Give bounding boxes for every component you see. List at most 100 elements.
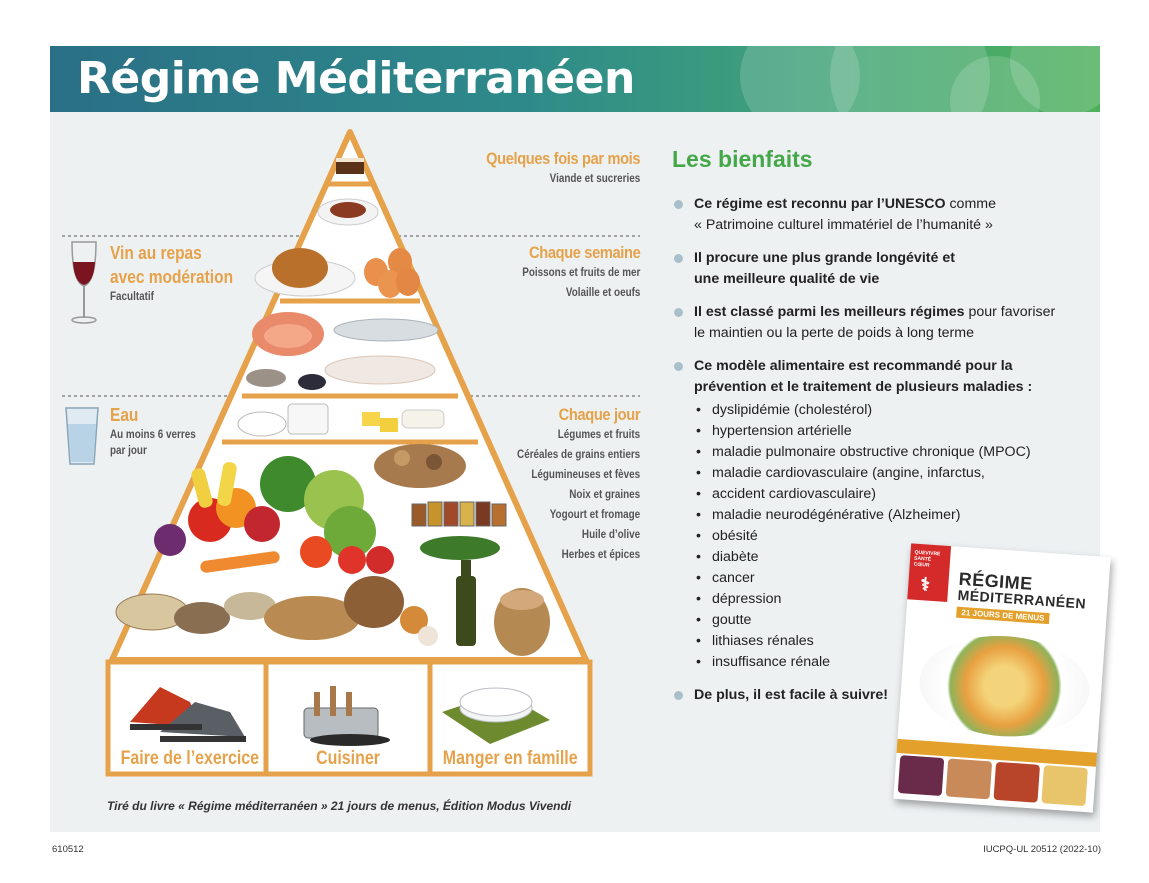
footer-reference: IUCPQ-UL 20512 (2022-10): [983, 844, 1101, 855]
tier-item: Poissons et fruits de mer: [521, 267, 640, 279]
benefit-bold: De plus, il est facile à suivre!: [694, 687, 888, 703]
bread-icon: [264, 576, 404, 640]
tier-label-weekly: Chaque semaine Poissons et fruits de mer…: [503, 243, 641, 303]
fish-icon: [333, 318, 439, 342]
wine-optional-note: Facultatif: [110, 291, 154, 303]
vegetables-icon: [154, 456, 394, 574]
wine-glass-icon: [71, 241, 97, 324]
roast-chicken-icon: [254, 248, 356, 297]
benefit-rest: pour favoriser: [964, 304, 1056, 320]
benefits-title: Les bienfaits: [672, 146, 813, 172]
page-title: Régime Méditerranéen: [77, 53, 635, 104]
benefit-rest: comme: [945, 196, 996, 212]
benefit-item: Il est classé parmi les meilleurs régime…: [672, 302, 1102, 344]
wine-note: Vin au repas avec modération Facultatif: [110, 241, 253, 305]
tier-title: Chaque jour: [558, 405, 640, 424]
benefit-bold-line2: une meilleure qualité de vie: [694, 271, 880, 287]
tier-item: Volaille et oeufs: [565, 287, 640, 299]
disease-item: maladie cardiovasculaire (angine, infarc…: [694, 463, 1102, 484]
steak-icon: [317, 198, 379, 226]
benefit-bold: Il procure une plus grande longévité et: [694, 250, 955, 266]
disease-list: dyslipidémie (cholestérol) hypertension …: [694, 400, 1102, 673]
benefit-item: Ce modèle alimentaire est recommandé pou…: [672, 356, 1102, 673]
disease-item: hypertension artérielle: [694, 421, 1102, 442]
benefit-item: Il procure une plus grande longévité et …: [672, 248, 1102, 290]
book-badge: 21 JOURS DE MENUS: [956, 606, 1050, 625]
benefit-bold: Ce régime est reconnu par l’UNESCO: [694, 196, 946, 212]
wine-title-line2: avec modération: [110, 267, 234, 287]
tier-item: Huile d’olive: [581, 529, 640, 541]
source-note: Tiré du livre « Régime méditerranéen » 2…: [107, 799, 572, 813]
cooking-utensils-icon: [303, 686, 390, 746]
tier-item: Légumineuses et fèves: [531, 469, 640, 481]
decor-circle: [740, 46, 860, 112]
disease-item: maladie neurodégénérative (Alzheimer): [694, 505, 1102, 526]
disease-item: diabète: [694, 547, 1102, 568]
publisher-text: QUEVIVRE SANTÉ CŒUR: [913, 549, 941, 569]
tier-title: Quelques fois par mois: [485, 149, 640, 168]
spice-jars-icon: [411, 501, 507, 527]
eggs-icon: [364, 248, 420, 298]
benefit-bold: Il est classé parmi les meilleurs régime…: [694, 304, 965, 320]
yogurt-icon: [237, 403, 329, 437]
thumb-photo: [945, 758, 993, 800]
herbs-icon: [420, 536, 500, 560]
dish-photo: [916, 630, 1093, 742]
footer-code: 610512: [52, 844, 84, 855]
decor-circle: [830, 46, 990, 112]
disease-item: dépression: [694, 589, 1102, 610]
benefit-item: Ce régime est reconnu par l’UNESCO comme…: [672, 194, 1102, 236]
disease-item: dyslipidémie (cholestérol): [694, 400, 1102, 421]
benefit-item: De plus, il est facile à suivre!: [672, 685, 1102, 706]
plates-icon: [442, 687, 550, 744]
header-banner: Régime Méditerranéen: [50, 46, 1100, 112]
disease-item: obésité: [694, 526, 1102, 547]
benefit-bold: Ce modèle alimentaire est recommandé pou…: [694, 358, 1013, 374]
benefit-line2: le maintien ou la perte de poids à long …: [694, 325, 974, 341]
nuts-icon: [374, 444, 466, 488]
disease-item: lithiases rénales: [694, 631, 1102, 652]
olive-oil-icon: [456, 560, 476, 646]
water-note-line1: Au moins 6 verres: [110, 429, 196, 441]
fish-fillet-icon: [324, 355, 436, 385]
food-pyramid: [62, 129, 640, 777]
activity-exercise: Faire de l’exercice: [120, 748, 260, 769]
activity-cooking: Cuisiner: [316, 748, 380, 769]
water-note-line2: par jour: [110, 445, 147, 457]
disease-item: maladie pulmonaire obstructive chronique…: [694, 442, 1102, 463]
disease-item-continued: accident cardiovasculaire): [694, 484, 1102, 505]
tier-item: Noix et graines: [569, 489, 640, 501]
publisher-badge: QUEVIVRE SANTÉ CŒUR ⚕: [907, 543, 952, 602]
benefits-list: Ce régime est reconnu par l’UNESCO comme…: [672, 194, 1102, 706]
grains-icon: [115, 592, 276, 634]
cheese-icon: [362, 409, 445, 432]
water-glass-icon: [65, 407, 99, 465]
onions-garlic-icon: [400, 606, 438, 646]
tier-item: Herbes et épices: [561, 549, 640, 561]
caduceus-icon: ⚕: [919, 574, 931, 595]
thumb-photo: [897, 755, 945, 797]
tier-item: Viande et sucreries: [549, 173, 640, 185]
disease-item: insuffisance rénale: [694, 652, 1102, 673]
disease-item: goutte: [694, 610, 1102, 631]
tier-item: Légumes et fruits: [557, 429, 640, 441]
benefit-line2: « Patrimoine culturel immatériel de l’hu…: [694, 217, 993, 233]
tier-title: Chaque semaine: [528, 243, 641, 262]
water-title: Eau: [110, 405, 139, 425]
salmon-icon: [252, 312, 324, 356]
tier-item: Yogourt et fromage: [549, 509, 640, 521]
benefit-bold-line2: prévention et le traitement de plusieurs…: [694, 379, 1033, 395]
tier-label-daily: Chaque jour Légumes et fruits Céréales d…: [497, 405, 640, 565]
cake-icon: [336, 158, 364, 174]
book-cover: QUEVIVRE SANTÉ CŒUR ⚕ RÉGIME MÉDITERRANÉ…: [893, 543, 1111, 813]
oysters-icon: [246, 369, 326, 390]
sneakers-icon: [130, 687, 246, 742]
tier-item: Céréales de grains entiers: [516, 449, 640, 461]
thumb-photo: [1041, 765, 1088, 807]
disease-item: cancer: [694, 568, 1102, 589]
activity-family-meal: Manger en famille: [442, 748, 578, 769]
water-note: Eau Au moins 6 verres par jour: [110, 403, 210, 459]
thumb-photo: [993, 761, 1041, 803]
legumes-sack-icon: [494, 588, 550, 656]
tier-label-monthly: Quelques fois par mois Viande et sucreri…: [461, 149, 640, 189]
